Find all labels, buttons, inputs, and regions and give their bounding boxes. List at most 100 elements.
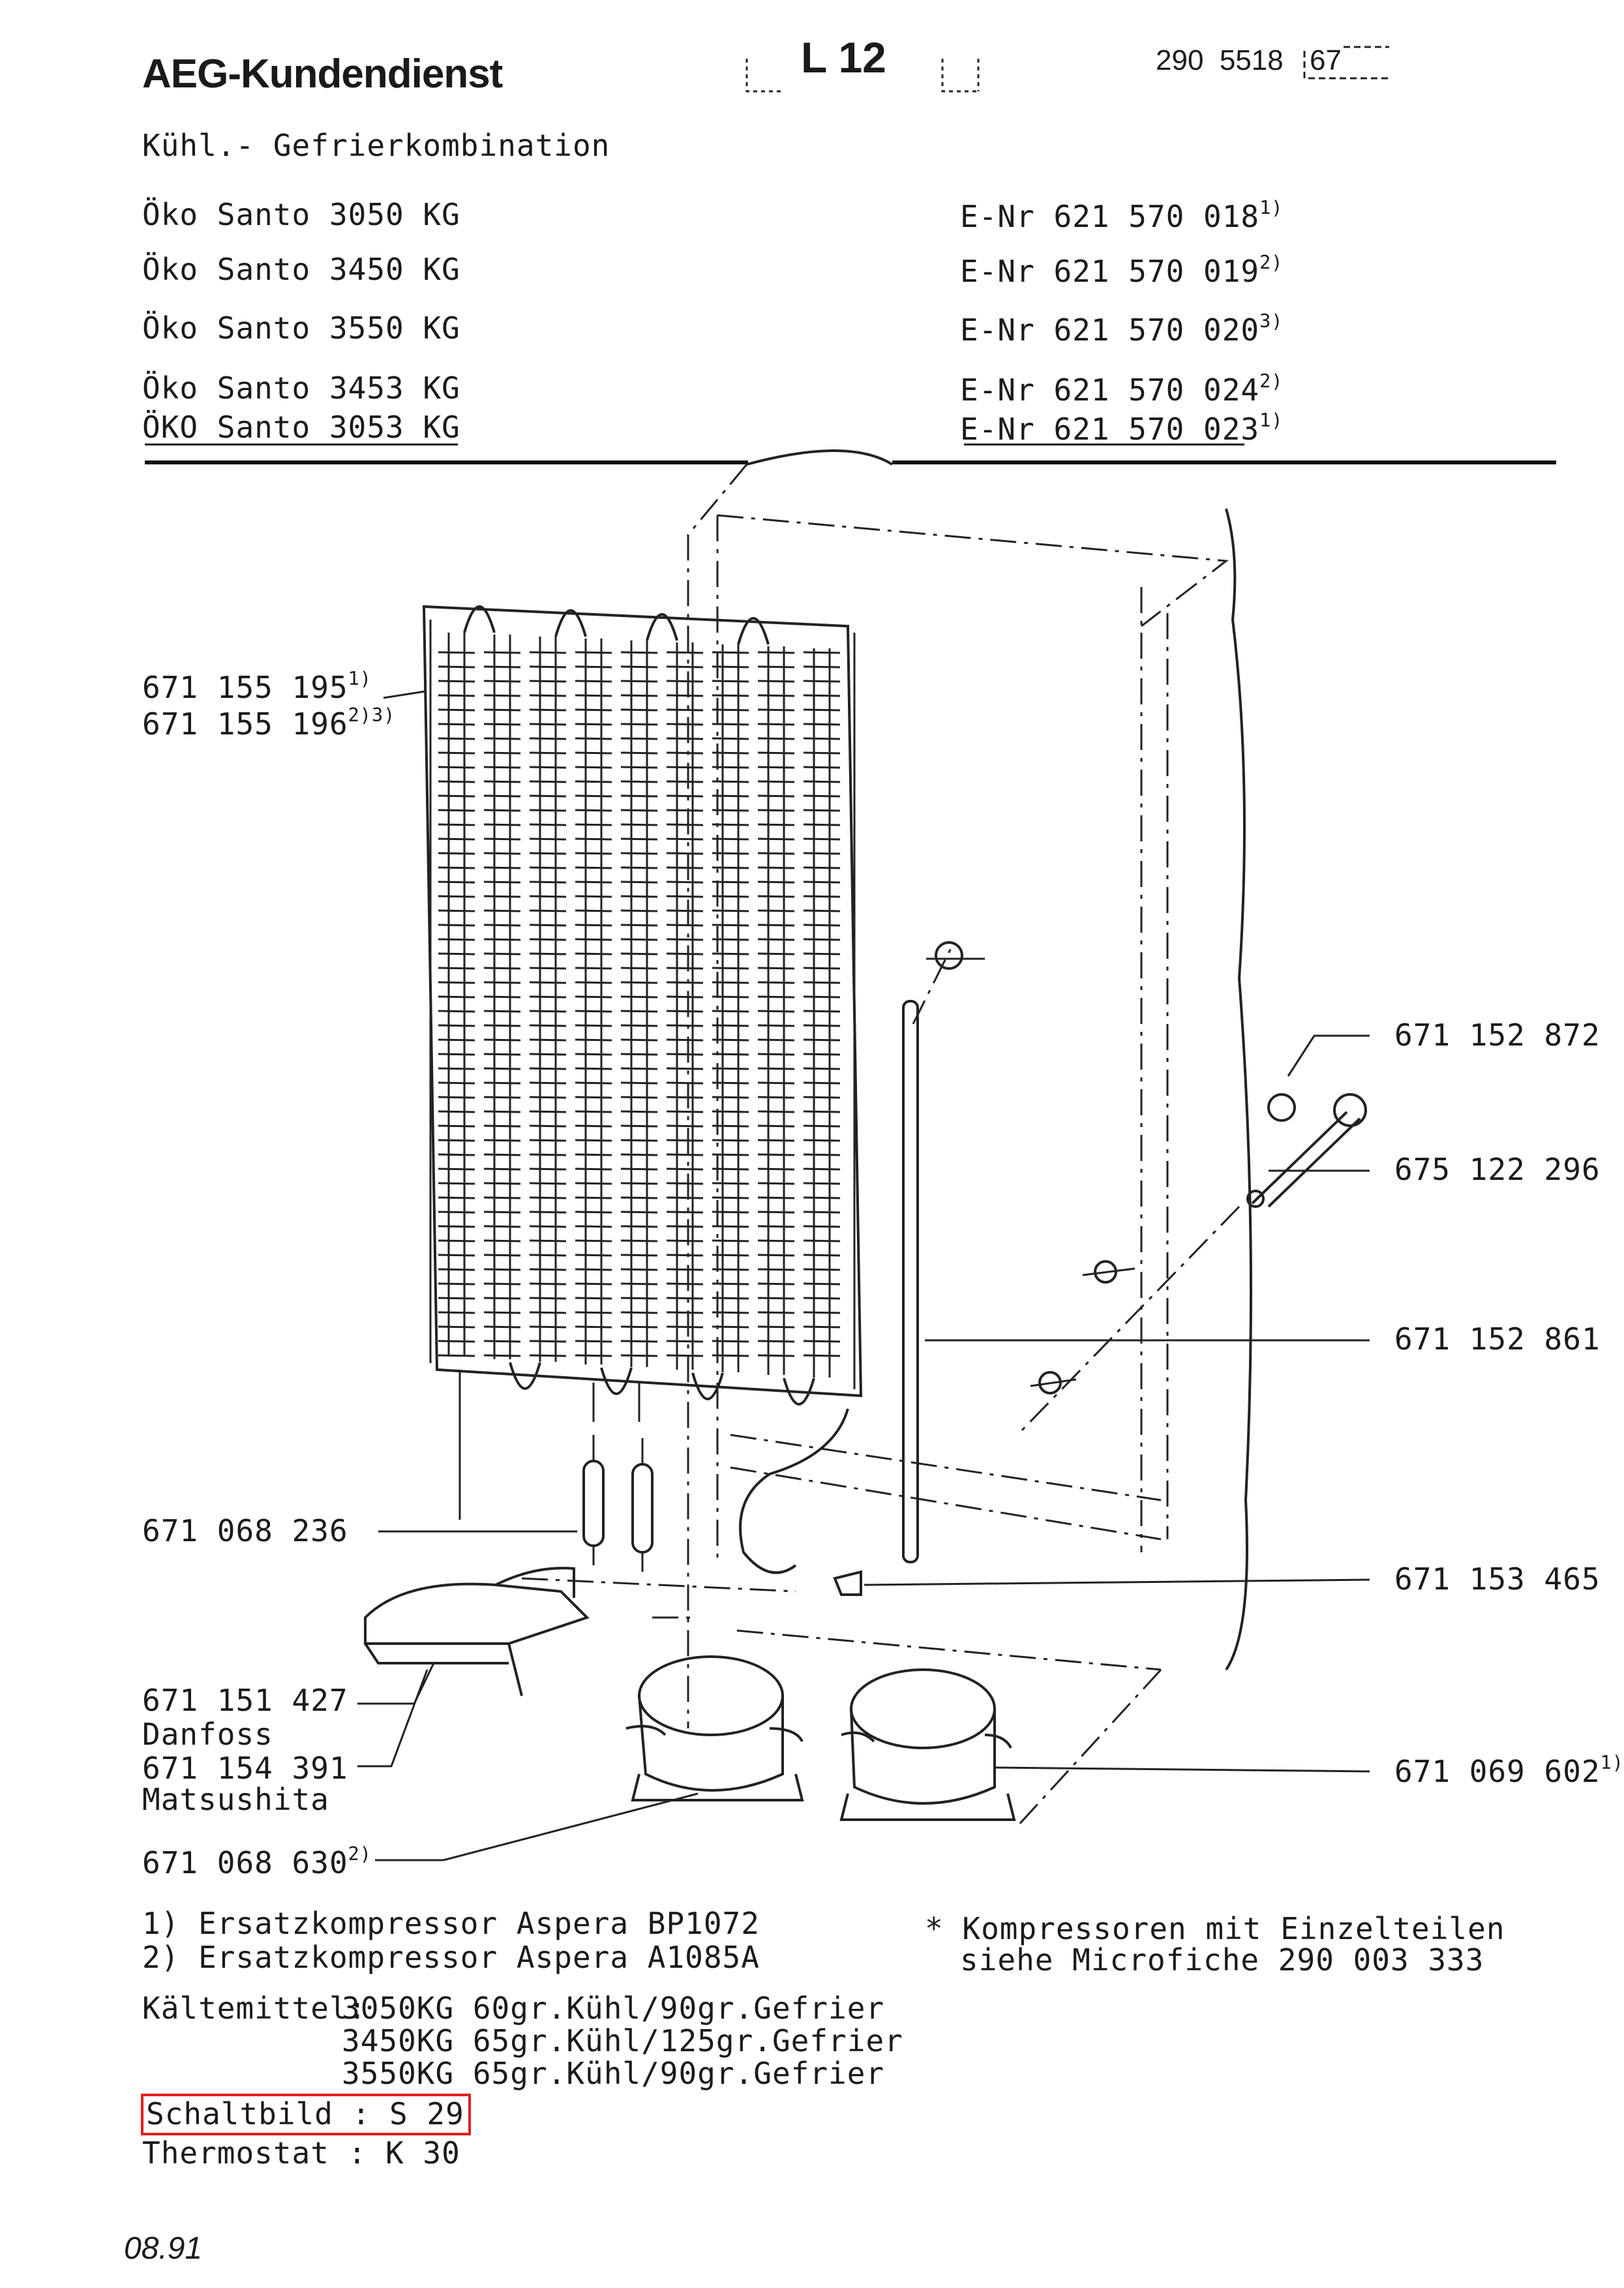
refrigerant-row: 3550KG 65gr.Kühl/90gr.Gefrier: [342, 2056, 885, 2091]
part-label: 671 152 861: [1394, 1321, 1601, 1357]
coil-bend: [509, 1362, 541, 1390]
part-label: 671 152 872: [1394, 1017, 1601, 1053]
coil-fin-row: [438, 1268, 841, 1271]
coil-tube: [676, 642, 694, 1370]
coil-bend: [554, 609, 587, 637]
coil-fin-row: [438, 1153, 841, 1156]
doc-suffix: 67: [1310, 44, 1342, 76]
coil-fin-row: [438, 694, 841, 697]
coil-fin-row: [438, 938, 841, 941]
coil-fin-row: [438, 1354, 841, 1357]
part-label: 671 155 1951): [142, 668, 372, 705]
underline-rule: [964, 444, 1244, 445]
part-label: 675 122 296: [1394, 1152, 1601, 1187]
part-label: 671 068 236: [142, 1513, 348, 1548]
thermostat-ref: Thermostat : K 30: [142, 2135, 460, 2171]
model-name: ÖKO Santo 3053 KG: [142, 410, 460, 445]
coil-fin-row: [438, 1096, 841, 1099]
coil-fin-row: [438, 967, 841, 970]
refrigerant-label: Kältemittel:: [142, 1991, 367, 2026]
coil-bend: [463, 605, 496, 633]
model-enr: E-Nr 621 570 0192): [960, 252, 1284, 289]
model-name: Öko Santo 3450 KG: [142, 252, 460, 287]
coil-tube: [813, 648, 831, 1377]
coil-fin-row: [438, 852, 841, 855]
coil-bend: [737, 617, 770, 645]
part-label: 671 069 6021): [1394, 1752, 1624, 1789]
compressor-note: * Kompressoren mit Einzelteilen: [925, 1911, 1505, 1946]
product-type: Kühl.- Gefrierkombination: [142, 128, 610, 163]
compressor-note: siehe Microfiche 290 003 333: [960, 1942, 1484, 1978]
coil-fin-row: [438, 809, 841, 812]
refrigerant-row: 3050KG 60gr.Kühl/90gr.Gefrier: [342, 1991, 885, 2026]
coil-fin-row: [438, 680, 841, 683]
part-label: 671 068 6302): [142, 1843, 372, 1880]
drip-tray: [364, 1567, 590, 1696]
footnote: 2) Ersatzkompressor Aspera A1085A: [142, 1940, 760, 1975]
coil-fin-row: [438, 1139, 841, 1142]
filter-dryer: [582, 1435, 654, 1572]
coil-fin-row: [438, 651, 841, 654]
door-hinge-part: [1246, 1093, 1367, 1208]
coil-tube: [447, 633, 466, 1357]
footnote: 1) Ersatzkompressor Aspera BP1072: [142, 1906, 760, 1941]
coil-tube: [630, 640, 648, 1367]
coil-fin-row: [438, 1254, 841, 1257]
doc-number: 290 5518: [1156, 44, 1284, 76]
model-enr: E-Nr 621 570 0181): [960, 197, 1284, 234]
compressor-danfoss: [625, 1655, 804, 1801]
header-rule-left: [145, 460, 748, 464]
part-label: 671 153 465: [1394, 1561, 1601, 1597]
coil-fin-row: [438, 1067, 841, 1070]
refrigerant-row: 3450KG 65gr.Kühl/125gr.Gefrier: [342, 2023, 903, 2058]
coil-fin-row: [438, 1182, 841, 1185]
coil-fins: [438, 651, 841, 1357]
model-name: Öko Santo 3453 KG: [142, 370, 460, 406]
coil-fin-row: [438, 823, 841, 826]
coil-fin-row: [438, 766, 841, 769]
coil-fin-row: [438, 1297, 841, 1300]
coil-fin-row: [438, 1311, 841, 1314]
part-label: 671 151 427: [142, 1683, 348, 1718]
code-bracket-marks: [745, 59, 980, 93]
part-label: 671 155 1962)3): [142, 704, 396, 742]
wiring-diagram-ref: Schaltbild : S 29: [141, 2094, 471, 2135]
coil-fin-row: [438, 1225, 841, 1228]
coil-tube: [584, 639, 603, 1364]
coil-tube: [721, 644, 740, 1372]
model-enr: E-Nr 621 570 0203): [960, 310, 1284, 348]
condenser-coil: [422, 605, 863, 1398]
coil-bend: [783, 1377, 815, 1406]
company-name: AEG-Kundendienst: [142, 52, 503, 97]
coil-fin-row: [438, 1024, 841, 1027]
cabinet-outline: [652, 449, 1252, 1828]
coil-fin-row: [438, 780, 841, 783]
coil-fin-row: [438, 1010, 841, 1013]
print-date: 08.91: [124, 2231, 203, 2266]
model-name: Öko Santo 3050 KG: [142, 197, 460, 232]
part-brand: Matsushita: [142, 1782, 329, 1817]
part-brand: Danfoss: [142, 1717, 273, 1752]
coil-fin-row: [438, 866, 841, 869]
coil-fin-row: [438, 1340, 841, 1343]
compressor-matsushita: [839, 1668, 1016, 1821]
model-enr: E-Nr 621 570 0242): [960, 370, 1284, 408]
header-rule-right: [892, 460, 1556, 464]
coil-bend: [646, 613, 678, 641]
coil-bend: [600, 1367, 633, 1395]
coil-fin-row: [438, 723, 841, 726]
coil-fin-row: [438, 1196, 841, 1199]
coil-bend: [691, 1372, 724, 1400]
section-code: L 12: [801, 33, 886, 82]
coil-fin-row: [438, 1110, 841, 1113]
underline-rule: [145, 444, 458, 445]
heater-rod: [902, 1000, 919, 1563]
coil-fin-row: [438, 1053, 841, 1056]
coil-tube: [539, 637, 557, 1362]
model-enr: E-Nr 621 570 0231): [960, 410, 1284, 447]
coil-fin-row: [438, 924, 841, 927]
part-label: 671 154 391: [142, 1751, 348, 1786]
doc-suffix-box: [1303, 46, 1389, 80]
coil-fin-row: [438, 981, 841, 984]
